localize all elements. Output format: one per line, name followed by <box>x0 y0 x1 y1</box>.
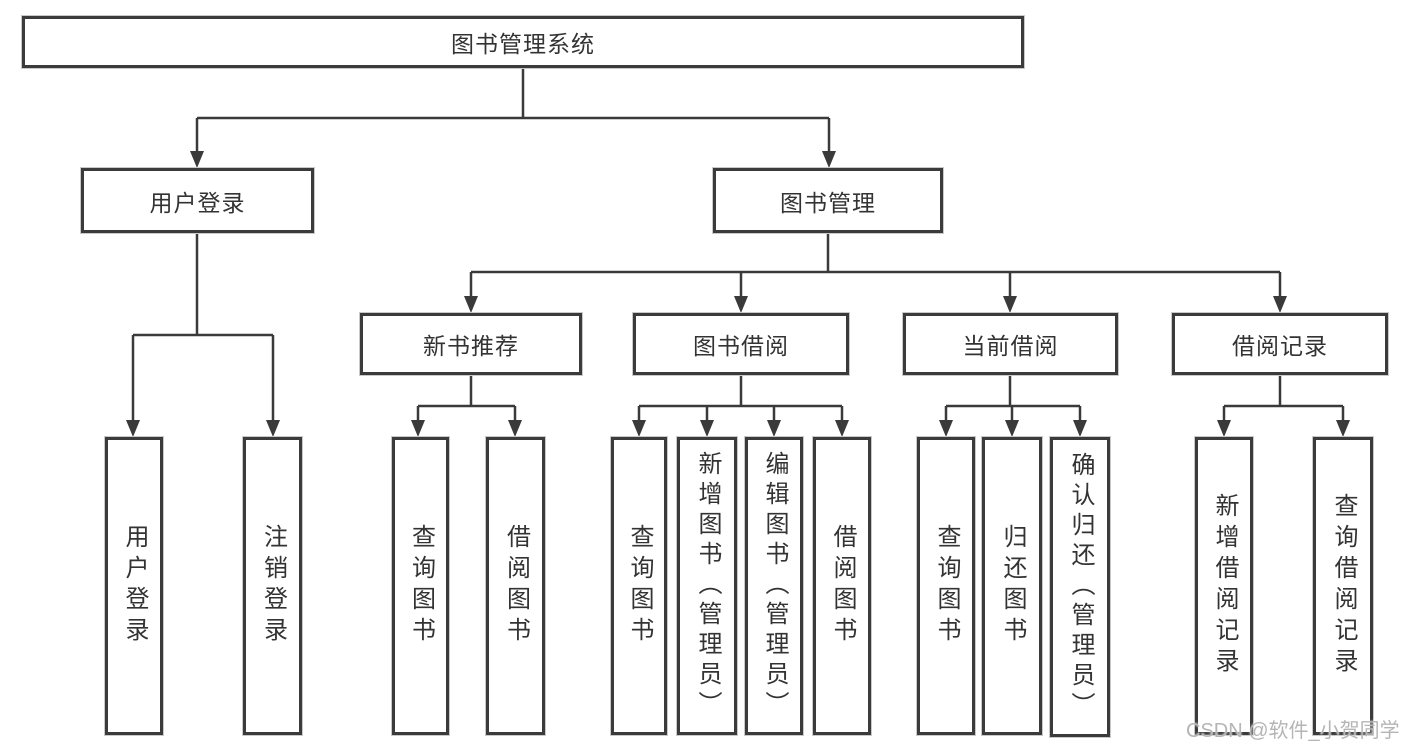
node-leaf-recommend-query-books: 查询图书 <box>392 437 449 735</box>
node-borrow-records-label: 借阅记录 <box>1232 333 1328 359</box>
connector-records-branch <box>1222 375 1345 425</box>
node-current-borrow: 当前借阅 <box>903 313 1118 375</box>
leaf-label: 归还图书 <box>999 524 1026 648</box>
leaf-label: 查询图书 <box>626 524 653 648</box>
node-book-borrow: 图书借阅 <box>633 313 849 375</box>
node-user-login: 用户登录 <box>81 168 314 233</box>
leaf-label: 借阅图书 <box>829 524 856 648</box>
leaf-label: 借阅图书 <box>502 524 530 648</box>
leaf-label: 查询图书 <box>407 524 435 648</box>
node-leaf-borrow-borrow-books: 借阅图书 <box>813 437 871 735</box>
leaf-label: 新增借阅记录 <box>1211 493 1238 679</box>
node-leaf-logout: 注销登录 <box>243 437 302 735</box>
leaf-label: 查询图书 <box>933 524 960 648</box>
leaf-label: 查询借阅记录 <box>1330 493 1357 679</box>
arrowheads-level3 <box>464 296 1287 313</box>
node-book-management: 图书管理 <box>713 168 943 233</box>
node-user-login-label: 用户登录 <box>149 189 246 216</box>
arrowheads-level2 <box>190 151 836 168</box>
connector-root-to-level2 <box>195 68 831 156</box>
node-root-system: 图书管理系统 <box>22 16 1024 68</box>
node-leaf-current-confirm-return: 确认归还（管理员） <box>1050 437 1110 737</box>
connector-book-borrow-branch <box>637 375 844 425</box>
connector-user-login-branch <box>131 233 275 425</box>
node-current-borrow-label: 当前借阅 <box>962 333 1059 359</box>
node-book-management-label: 图书管理 <box>780 189 876 216</box>
leaf-label: 注销登录 <box>259 524 287 648</box>
connector-book-management-branch <box>469 233 1282 301</box>
node-leaf-recommend-borrow-books: 借阅图书 <box>486 437 545 735</box>
node-new-book-recommend: 新书推荐 <box>360 313 582 375</box>
arrowheads-leaves <box>411 420 1350 437</box>
node-borrow-records: 借阅记录 <box>1172 313 1388 375</box>
node-leaf-user-login: 用户登录 <box>105 437 163 735</box>
node-new-book-recommend-label: 新书推荐 <box>423 333 519 359</box>
node-root-label: 图书管理系统 <box>451 31 595 57</box>
node-leaf-records-add-record: 新增借阅记录 <box>1195 437 1253 735</box>
node-leaf-records-query-record: 查询借阅记录 <box>1313 437 1373 735</box>
leaf-label: 确认归还（管理员） <box>1067 452 1094 722</box>
csdn-watermark: CSDN @软件_小贺同学 <box>1186 720 1400 742</box>
node-leaf-current-return-books: 归还图书 <box>982 437 1042 735</box>
connector-current-borrow-branch <box>944 375 1082 425</box>
arrowheads-user-login <box>126 420 280 437</box>
leaf-label: 新增图书（管理员） <box>694 451 721 721</box>
node-leaf-current-query-books: 查询图书 <box>917 437 975 735</box>
node-leaf-borrow-query-books: 查询图书 <box>611 437 667 735</box>
leaf-label: 用户登录 <box>121 524 148 648</box>
connector-recommend-branch <box>416 375 517 425</box>
node-leaf-borrow-add-books: 新增图书（管理员） <box>677 437 737 735</box>
node-leaf-borrow-edit-books: 编辑图书（管理员） <box>745 437 803 735</box>
node-book-borrow-label: 图书借阅 <box>693 333 789 359</box>
leaf-label: 编辑图书（管理员） <box>761 451 788 721</box>
